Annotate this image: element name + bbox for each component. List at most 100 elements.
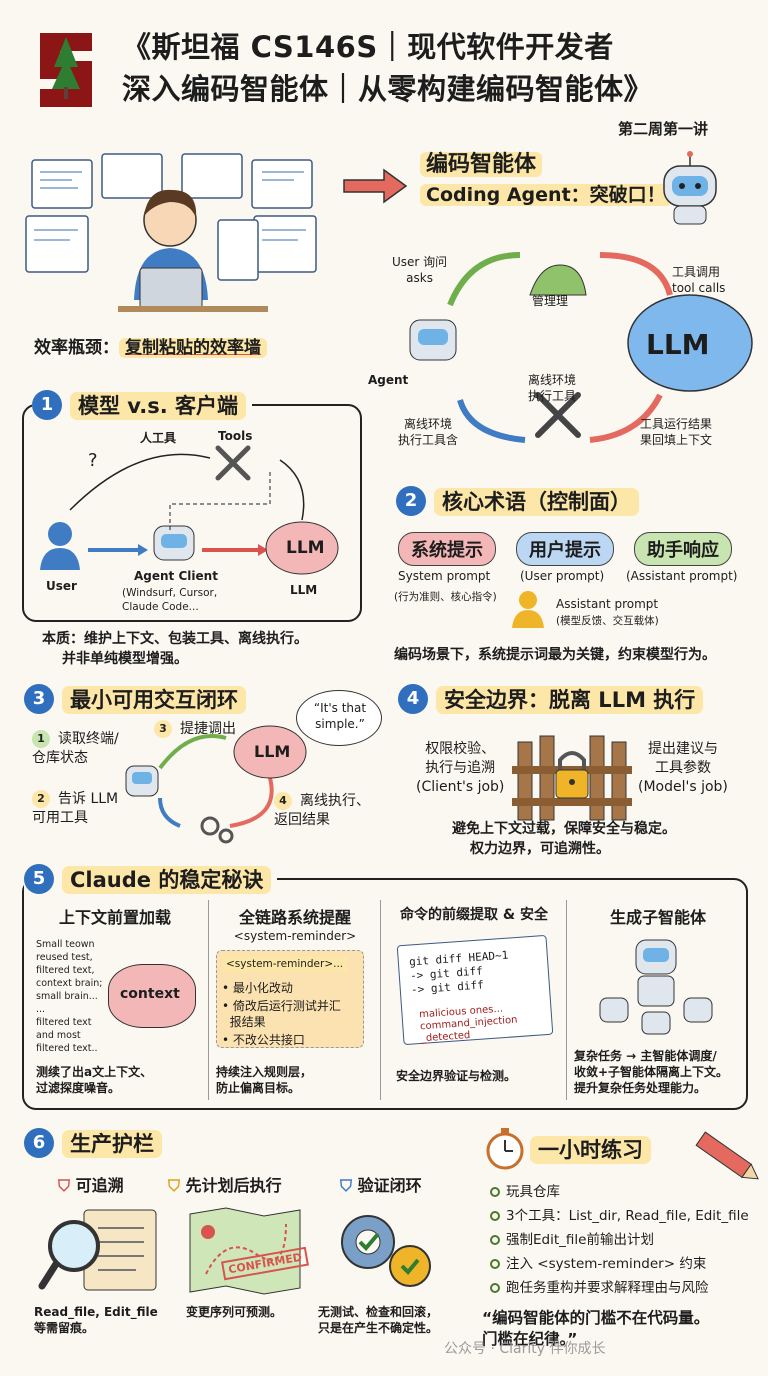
watermark: 公众号 · Clarity 伴你成长 <box>444 1341 606 1357</box>
human-tool-label: 人工具 <box>140 431 177 445</box>
developer-illustration <box>22 150 322 325</box>
practice-item: 玩具仓库 <box>490 1180 760 1204</box>
magnifier-scroll-icon <box>36 1200 166 1300</box>
robot-icon <box>650 148 730 232</box>
reminder-item3: • 不改公共接口 <box>222 1033 305 1047</box>
user-prompt-pill: 用户提示 <box>516 532 614 566</box>
practice-item: 注入 <system-reminder> 约束 <box>490 1252 760 1276</box>
loop-tool-calls: 工具调用 tool calls <box>672 265 726 295</box>
section4-note2: 权力边界，可追溯性。 <box>470 841 610 857</box>
loop-offline-tool: 离线环境 执行工具 <box>528 373 577 403</box>
user-label: User <box>46 579 77 593</box>
divider <box>208 900 209 1100</box>
closing-quote: “编码智能体的门槛不在代码量。 门槛在纪律。” <box>482 1309 710 1348</box>
reminder-tag: <system-reminder>... <box>222 956 348 972</box>
essence-line2: 并非单纯模型增强。 <box>62 651 188 667</box>
guard3-heading: ⛉ 验证闭环 <box>340 1176 422 1195</box>
guard3-text: 无测试、检查和回滚， 只是在产生不确定性。 <box>318 1305 439 1335</box>
loop-llm: LLM <box>646 328 710 361</box>
card2-tag: <system-reminder> <box>233 929 357 943</box>
loop-agent: Agent <box>368 373 409 387</box>
map-plan-icon <box>186 1204 304 1300</box>
practice-item: 3个工具：List_dir, Read_file, Edit_file <box>490 1204 760 1228</box>
guard2-heading: ⛉ 先计划后执行 <box>168 1176 282 1195</box>
guard1-text: Read_file, Edit_file 等需留痕。 <box>34 1305 158 1335</box>
card3-note: 安全边界验证与检测。 <box>396 1069 517 1083</box>
system-prompt-pill: 系统提示 <box>398 532 496 566</box>
reminder-item2: • 倚改后运行测试并汇 报结果 <box>222 999 341 1029</box>
interaction-loop-diagram <box>30 708 370 858</box>
assistant-prompt-desc: (模型反馈、交互载体) <box>556 615 659 627</box>
agent-client-examples: (Windsurf, Cursor, Claude Code... <box>122 587 218 613</box>
section5-box <box>22 878 748 1110</box>
user-avatar-icon <box>510 588 546 634</box>
section4-note1: 避免上下文过载，保障安全与稳定。 <box>452 821 676 837</box>
divider <box>380 900 381 1100</box>
efficiency-caption: 效率瓶颈：复制粘贴的效率墙 <box>34 333 267 358</box>
system-prompt-label: System prompt <box>398 569 491 583</box>
card1-title: 上下文前置加载 <box>58 908 171 927</box>
stopwatch-icon <box>484 1126 526 1174</box>
red-arrow <box>340 168 410 208</box>
practice-item: 跑任务重构并要求解释理由与风险 <box>490 1276 760 1300</box>
speech-bubble-text: “It's that simple.” <box>313 701 367 731</box>
subtitle: 第二周第一讲 <box>617 120 708 138</box>
card1-note: 测续了出a文上下文、 过滤探度噪音。 <box>36 1065 153 1095</box>
guard1-heading: ⛉ 可追溯 <box>58 1176 124 1195</box>
card2-title: 全链路系统提醒 <box>238 908 351 927</box>
user-prompt-label: (User prompt) <box>520 569 605 583</box>
main-title: 《斯坦福 CS146S｜现代软件开发者 深入编码智能体｜从零构建编码智能体》 <box>122 30 654 106</box>
agent-loop-diagram <box>360 225 760 475</box>
card1-context-text: Small teown reused test, filtered text, … <box>36 939 103 1054</box>
guard2-text: 变更序列可预测。 <box>186 1305 283 1319</box>
question-mark: ? <box>88 450 98 471</box>
agent-client-label: Agent Client <box>134 569 218 583</box>
loop-user-asks: User 询问 asks <box>392 255 448 285</box>
model-client-diagram <box>30 430 360 620</box>
git-command-text: git diff HEAD~1 -> git diff -> git diff <box>408 948 509 997</box>
card4-title: 生成子智能体 <box>609 908 706 927</box>
card4-note: 复杂任务 → 主智能体调度/ 收敛+子智能体隔离上下文。 提升复杂任务处理能力。 <box>574 1049 729 1095</box>
assistant-response-pill: 助手响应 <box>634 532 732 566</box>
card3-title: 命令的前缀提取 & 安全 <box>400 907 548 923</box>
section2-note: 编码场景下，系统提示词最为关键，约束模型行为。 <box>394 647 716 663</box>
gears-check-icon <box>330 1204 440 1298</box>
pencil-icon <box>690 1124 766 1198</box>
llm-brain: LLM <box>286 538 325 558</box>
context-brain-label: context <box>120 986 180 1002</box>
assistant-prompt-title: Assistant prompt <box>556 597 659 611</box>
tools-label: Tools <box>218 429 253 443</box>
loop-result: 工具运行结果 果回填上下文 <box>640 417 713 447</box>
loop-manage: 管理理 <box>532 294 569 308</box>
reminder-item1: • 最小化改动 <box>222 981 293 995</box>
loop-offline-left: 离线环境 执行工具含 <box>398 417 459 447</box>
llm-label: LLM <box>290 583 318 597</box>
card2-note: 持续注入规则层， 防止偏离目标。 <box>216 1065 313 1095</box>
speech-bubble <box>296 690 382 746</box>
loop-llm-brain: LLM <box>254 742 291 761</box>
subagents-icon <box>596 934 716 1042</box>
client-job: 权限校验、 执行与追溯 (Client's job) <box>416 741 505 795</box>
divider <box>566 900 567 1100</box>
model-job: 提出建议与 工具参数 (Model's job) <box>638 741 728 795</box>
practice-item: 强制Edit_file前输出计划 <box>490 1228 760 1252</box>
system-prompt-desc: (行为准则、核心指令) <box>394 591 497 603</box>
stanford-logo <box>34 27 98 113</box>
fence-lock-icon <box>512 726 632 826</box>
practice-list: 玩具仓库 3个工具：List_dir, Read_file, Edit_file… <box>490 1180 760 1300</box>
malicious-text: malicious ones... command_injection _det… <box>418 1003 518 1045</box>
essence-line1: 本质：维护上下文、包装工具、离线执行。 <box>42 631 308 647</box>
assistant-prompt-label: (Assistant prompt) <box>626 569 738 583</box>
agent-headline: 编码智能体 Coding Agent：突破口！ <box>420 150 672 210</box>
context-brain-icon <box>108 964 196 1028</box>
